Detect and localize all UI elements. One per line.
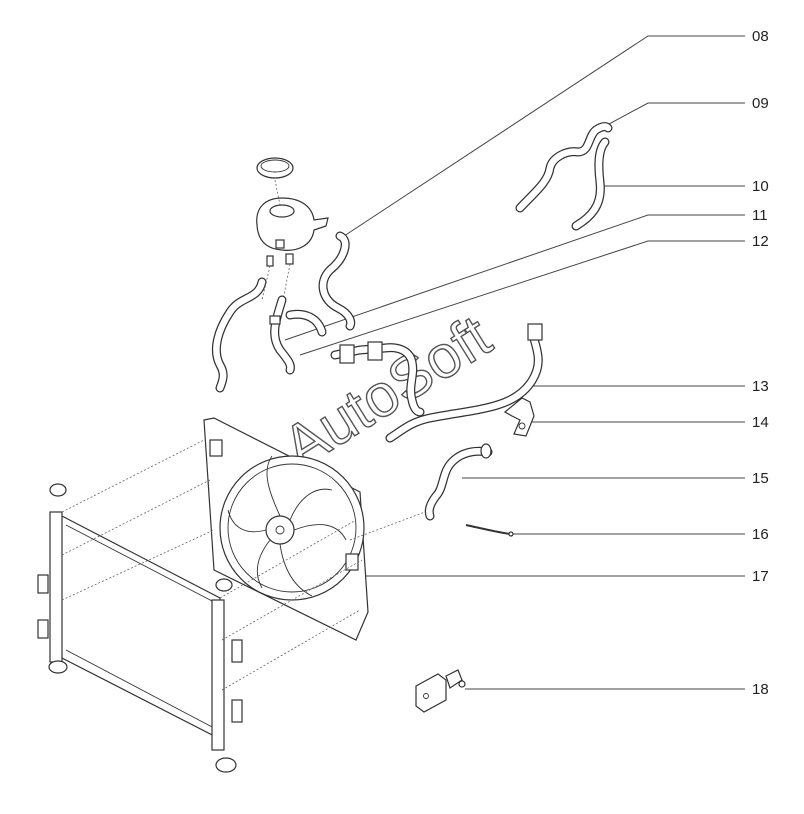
callout-labels: 08 09 10 11 12 13 14 15 16 17 18 [752,28,769,698]
callout-18: 18 [752,681,769,698]
pipe-13 [330,323,543,443]
callout-08: 08 [752,28,769,45]
callout-12: 12 [752,233,769,250]
callout-14: 14 [752,414,769,431]
bracket-14 [503,397,535,437]
hose-08 [318,231,356,331]
hose-10 [571,137,610,231]
hose-09 [515,122,613,213]
fan-assembly-17 [203,417,369,641]
sensor-16 [465,524,514,537]
callout-09: 09 [752,95,769,112]
hose-11-12 [269,295,327,375]
bracket-18 [415,669,466,713]
expansion-tank [256,179,329,301]
callout-17: 17 [752,568,769,585]
callout-16: 16 [752,526,769,543]
callout-11: 11 [752,207,768,224]
hose-tank-left [211,277,267,393]
leader-lines [284,35,745,690]
callout-10: 10 [752,178,769,195]
tank-cap [256,157,294,179]
hose-15 [424,443,493,521]
radiator [37,483,243,773]
callout-15: 15 [752,470,769,487]
callout-13: 13 [752,378,769,395]
alignment-lines [61,439,426,691]
